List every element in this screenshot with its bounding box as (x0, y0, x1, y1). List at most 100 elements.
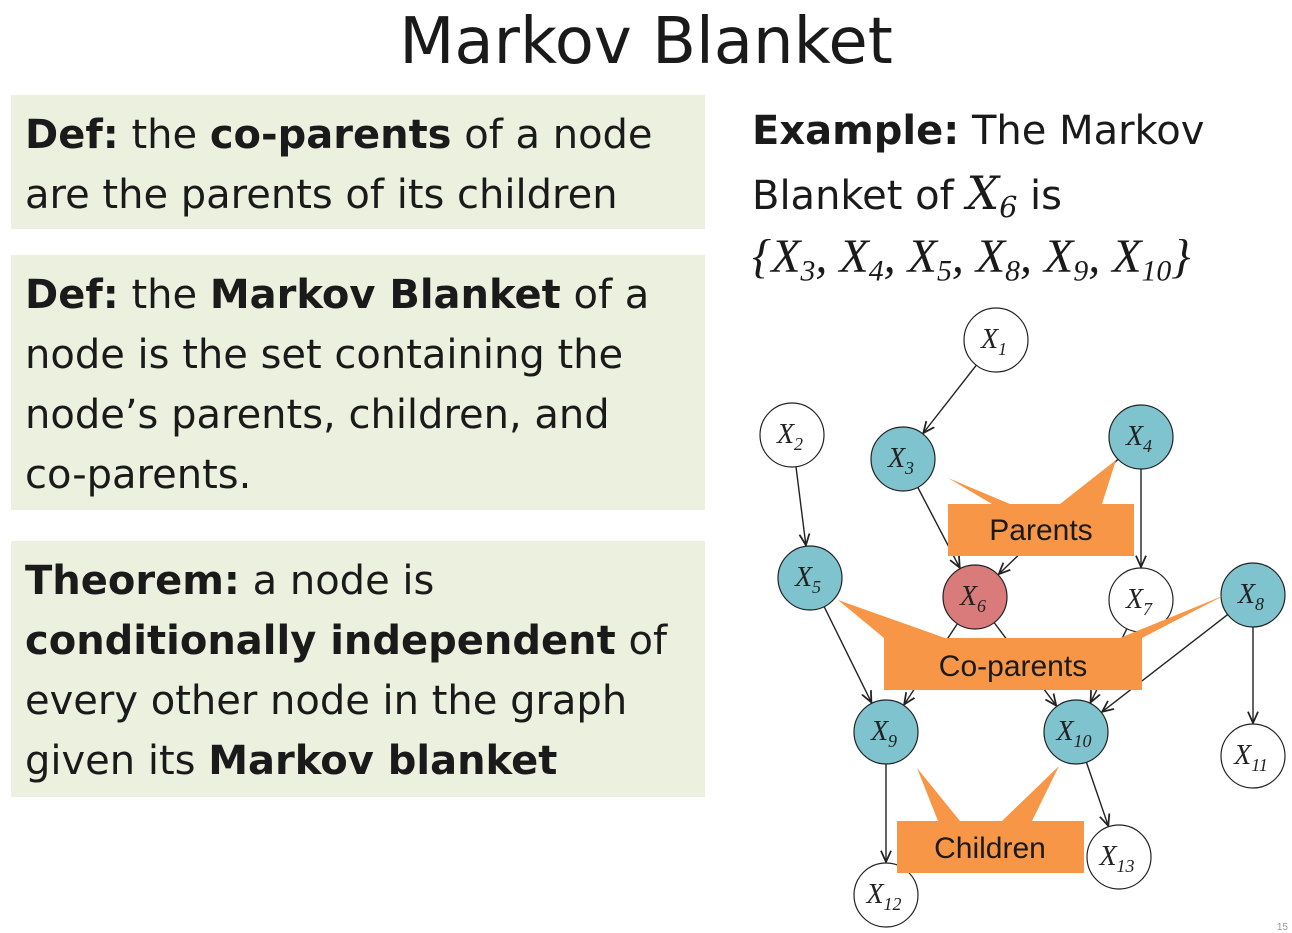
def-text: of a (560, 272, 650, 318)
set-separator: , (815, 230, 840, 283)
set-element: X3 (771, 230, 815, 286)
node-circle (963, 307, 1029, 373)
node-X2: X2 (759, 402, 825, 468)
def-text: the (118, 272, 210, 318)
node-subscript: 5 (812, 577, 821, 597)
node-circle (1108, 404, 1174, 470)
set-element: X8 (975, 230, 1020, 286)
set-element-subscript: 3 (800, 254, 816, 288)
node-subscript: 4 (1143, 436, 1152, 456)
page-number: 15 (1276, 922, 1288, 933)
callout-label: Children (934, 832, 1046, 865)
set-brace: { (752, 230, 772, 283)
theorem-prefix: Theorem: (25, 558, 240, 604)
node-X9: X9 (853, 699, 919, 765)
def-term: co-parents (209, 112, 452, 158)
def-text: the (118, 112, 210, 158)
set-element: X5 (907, 230, 952, 286)
node-circle (1220, 562, 1286, 628)
node-X5: X5 (777, 545, 843, 611)
edge-X10-X13 (1085, 762, 1108, 826)
example-variable: X6 (966, 166, 1017, 222)
callout-children: Children (897, 766, 1084, 873)
callout-label: Parents (989, 514, 1092, 547)
def-text: node is the set containing the (25, 332, 624, 378)
set-element-subscript: 4 (868, 254, 884, 288)
node-circle (853, 699, 919, 765)
node-subscript: 7 (1143, 599, 1153, 619)
set-element-letter: X (1044, 230, 1074, 283)
callout-parents: Parents (948, 460, 1134, 556)
callout-shape (948, 460, 1134, 556)
edge-X1-X3 (923, 364, 977, 433)
def-text: node’s parents, children, and (25, 392, 610, 438)
node-circle (777, 545, 843, 611)
node-X3: X3 (870, 426, 936, 492)
set-element: X9 (1044, 230, 1088, 286)
theorem-text: given its (25, 738, 209, 784)
set-brace: } (1171, 230, 1191, 283)
theorem-box: Theorem: a node is conditionally indepen… (11, 541, 705, 797)
set-element-letter: X (975, 230, 1006, 283)
node-X6: X6 (942, 564, 1008, 630)
node-subscript: 11 (1251, 755, 1268, 775)
variable-letter: X (966, 166, 1000, 220)
callout-label: Co-parents (939, 650, 1087, 683)
node-subscript: 8 (1255, 594, 1264, 614)
slide-title: Markov Blanket (399, 5, 893, 79)
example-text: Example: The Markov Blanket of X6 is (752, 100, 1292, 227)
variable-subscript: 6 (999, 190, 1018, 224)
node-X7: X7 (1108, 567, 1174, 633)
example-line: The Markov (959, 108, 1205, 154)
set-element-letter: X (771, 230, 801, 283)
set-element-letter: X (907, 230, 937, 283)
node-circle (870, 426, 936, 492)
node-subscript: 13 (1117, 856, 1135, 876)
set-element: X10 (1112, 230, 1171, 286)
node-circle (759, 402, 825, 468)
node-X4: X4 (1108, 404, 1174, 470)
set-element-letter: X (839, 230, 869, 283)
markov-blanket-set: {X3, X4, X5, X8, X9, X10} (752, 226, 1292, 288)
graph-edges (795, 364, 1253, 862)
edge-X2-X5 (795, 466, 806, 546)
set-separator: , (1088, 230, 1113, 283)
theorem-text: every other node in the graph (25, 678, 628, 724)
node-label: X7 (1125, 584, 1153, 619)
def-prefix: Def: (25, 112, 119, 158)
example-prefix: Example: (752, 108, 960, 154)
definition-co-parents: Def: the co-parents of a node are the pa… (11, 95, 705, 229)
set-element-subscript: 5 (936, 254, 952, 288)
theorem-term: conditionally independent (25, 618, 616, 664)
def-text: of a node (451, 112, 653, 158)
node-circle (1043, 699, 1109, 765)
edge-X8-X10 (1102, 614, 1229, 712)
node-subscript: 9 (888, 731, 897, 751)
definition-markov-blanket: Def: the Markov Blanket of a node is the… (11, 255, 705, 510)
def-text: co-parents. (25, 452, 252, 498)
node-circle (1220, 723, 1286, 789)
set-element-subscript: 10 (1141, 254, 1172, 288)
node-X12: X12 (853, 862, 919, 928)
theorem-text: a node is (239, 558, 435, 604)
node-X8: X8 (1220, 562, 1286, 628)
callout-shape (897, 766, 1084, 873)
edge-X5-X9 (823, 606, 871, 703)
node-subscript: 12 (884, 894, 902, 914)
def-text: are the parents of its children (25, 172, 618, 218)
node-circle (1086, 824, 1152, 890)
node-X10: X10 (1043, 699, 1109, 765)
example-line: is (1017, 173, 1063, 219)
theorem-text: of (615, 618, 668, 664)
node-subscript: 10 (1074, 731, 1092, 751)
node-X1: X1 (963, 307, 1029, 373)
def-term: Markov Blanket (209, 272, 561, 318)
set-element: X4 (839, 230, 883, 286)
set-separator: , (883, 230, 908, 283)
node-X11: X11 (1220, 723, 1286, 789)
set-element-letter: X (1112, 230, 1142, 283)
set-element-subscript: 9 (1073, 254, 1089, 288)
